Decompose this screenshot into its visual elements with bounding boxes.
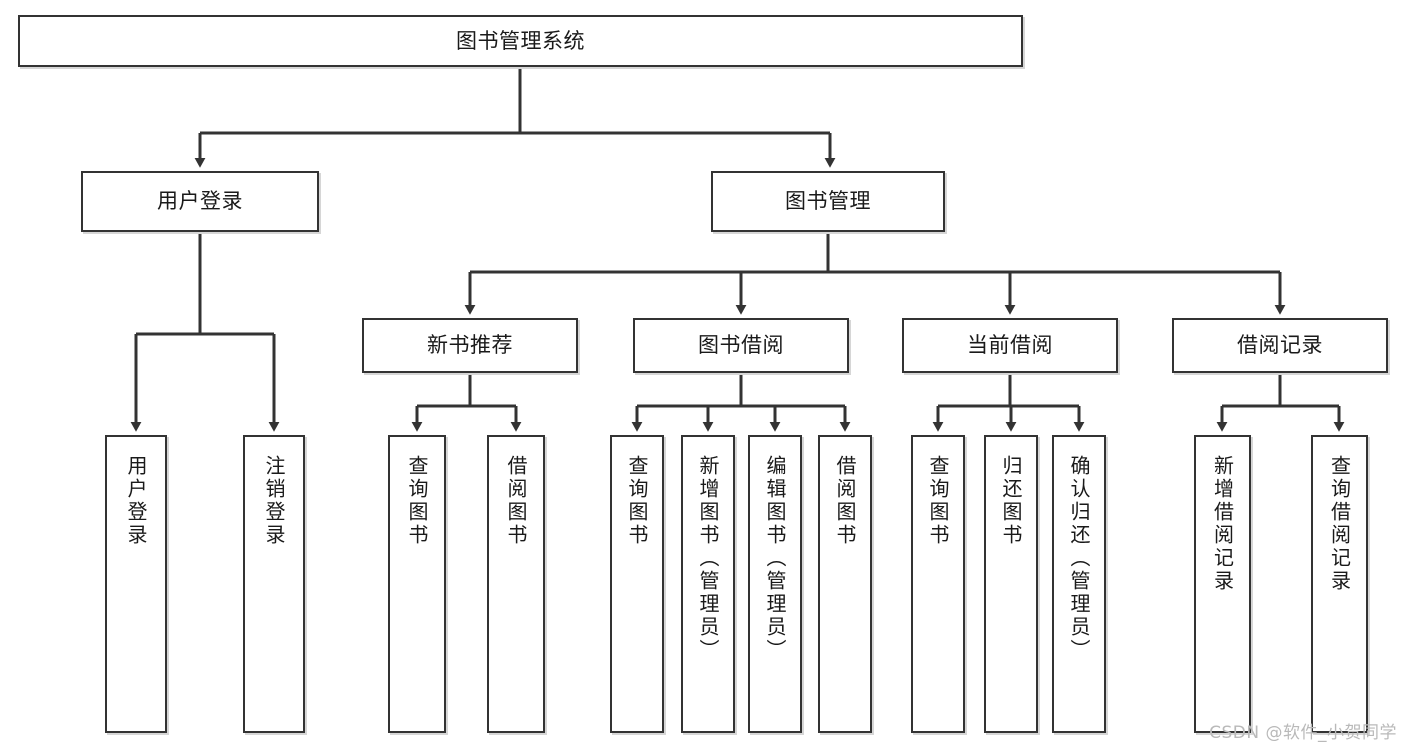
node-leaf-edit-book-admin[interactable]: 编辑图书（管理员）	[748, 435, 802, 733]
node-leaf-query-book-cur[interactable]: 查询图书	[911, 435, 965, 733]
edge-root-to-level1	[194, 67, 836, 168]
node-book-borrow-label: 图书借阅	[698, 333, 784, 358]
node-borrow-records-label: 借阅记录	[1237, 333, 1323, 358]
node-leaf-user-login[interactable]: 用户登录	[105, 435, 167, 733]
edge-bookmgmt-to-level2	[464, 232, 1286, 315]
node-leaf-user-login-label: 用户登录	[124, 455, 148, 547]
node-leaf-query-borrow-record-label: 查询借阅记录	[1327, 455, 1352, 593]
node-user-login[interactable]: 用户登录	[81, 171, 319, 232]
node-leaf-edit-book-admin-label: 编辑图书（管理员）	[763, 455, 787, 662]
edge-borrowrecords-to-leaves	[1216, 373, 1345, 432]
node-leaf-logout[interactable]: 注销登录	[243, 435, 305, 733]
node-leaf-borrow-book-rec[interactable]: 借阅图书	[487, 435, 545, 733]
node-leaf-add-borrow-record-label: 新增借阅记录	[1210, 455, 1235, 593]
node-new-book-recommend[interactable]: 新书推荐	[362, 318, 578, 373]
node-leaf-add-borrow-record[interactable]: 新增借阅记录	[1194, 435, 1251, 733]
node-leaf-add-book-admin-label: 新增图书（管理员）	[696, 455, 720, 662]
node-leaf-query-borrow-record[interactable]: 查询借阅记录	[1311, 435, 1368, 733]
edge-currentborrow-to-leaves	[932, 373, 1085, 432]
node-leaf-query-book-borrow-label: 查询图书	[625, 455, 649, 547]
node-leaf-borrow-book-rec-label: 借阅图书	[504, 455, 528, 547]
node-leaf-logout-label: 注销登录	[262, 455, 286, 547]
node-leaf-query-book-borrow[interactable]: 查询图书	[610, 435, 664, 733]
node-leaf-confirm-return-admin[interactable]: 确认归还（管理员）	[1052, 435, 1106, 733]
csdn-watermark: CSDN @软件_小贺同学	[1209, 723, 1397, 743]
node-leaf-return-book-label: 归还图书	[999, 455, 1023, 547]
node-borrow-records[interactable]: 借阅记录	[1172, 318, 1388, 373]
node-user-login-label: 用户登录	[157, 189, 243, 214]
node-leaf-add-book-admin[interactable]: 新增图书（管理员）	[681, 435, 735, 733]
node-current-borrow[interactable]: 当前借阅	[902, 318, 1118, 373]
node-leaf-query-book-rec[interactable]: 查询图书	[388, 435, 446, 733]
node-leaf-confirm-return-admin-label: 确认归还（管理员）	[1067, 455, 1091, 662]
node-leaf-return-book[interactable]: 归还图书	[984, 435, 1038, 733]
node-leaf-query-book-rec-label: 查询图书	[405, 455, 429, 547]
node-new-book-recommend-label: 新书推荐	[427, 333, 513, 358]
edge-userlogin-to-leaves	[130, 232, 280, 432]
node-leaf-borrow-book-label: 借阅图书	[833, 455, 857, 547]
node-book-management[interactable]: 图书管理	[711, 171, 945, 232]
node-root-label: 图书管理系统	[456, 28, 585, 53]
node-leaf-query-book-cur-label: 查询图书	[926, 455, 950, 547]
node-current-borrow-label: 当前借阅	[967, 333, 1053, 358]
node-root[interactable]: 图书管理系统	[18, 15, 1023, 67]
node-book-management-label: 图书管理	[785, 189, 871, 214]
node-leaf-borrow-book[interactable]: 借阅图书	[818, 435, 872, 733]
edge-bookborrow-to-leaves	[631, 373, 851, 432]
edge-newbook-to-leaves	[411, 373, 522, 432]
node-book-borrow[interactable]: 图书借阅	[633, 318, 849, 373]
